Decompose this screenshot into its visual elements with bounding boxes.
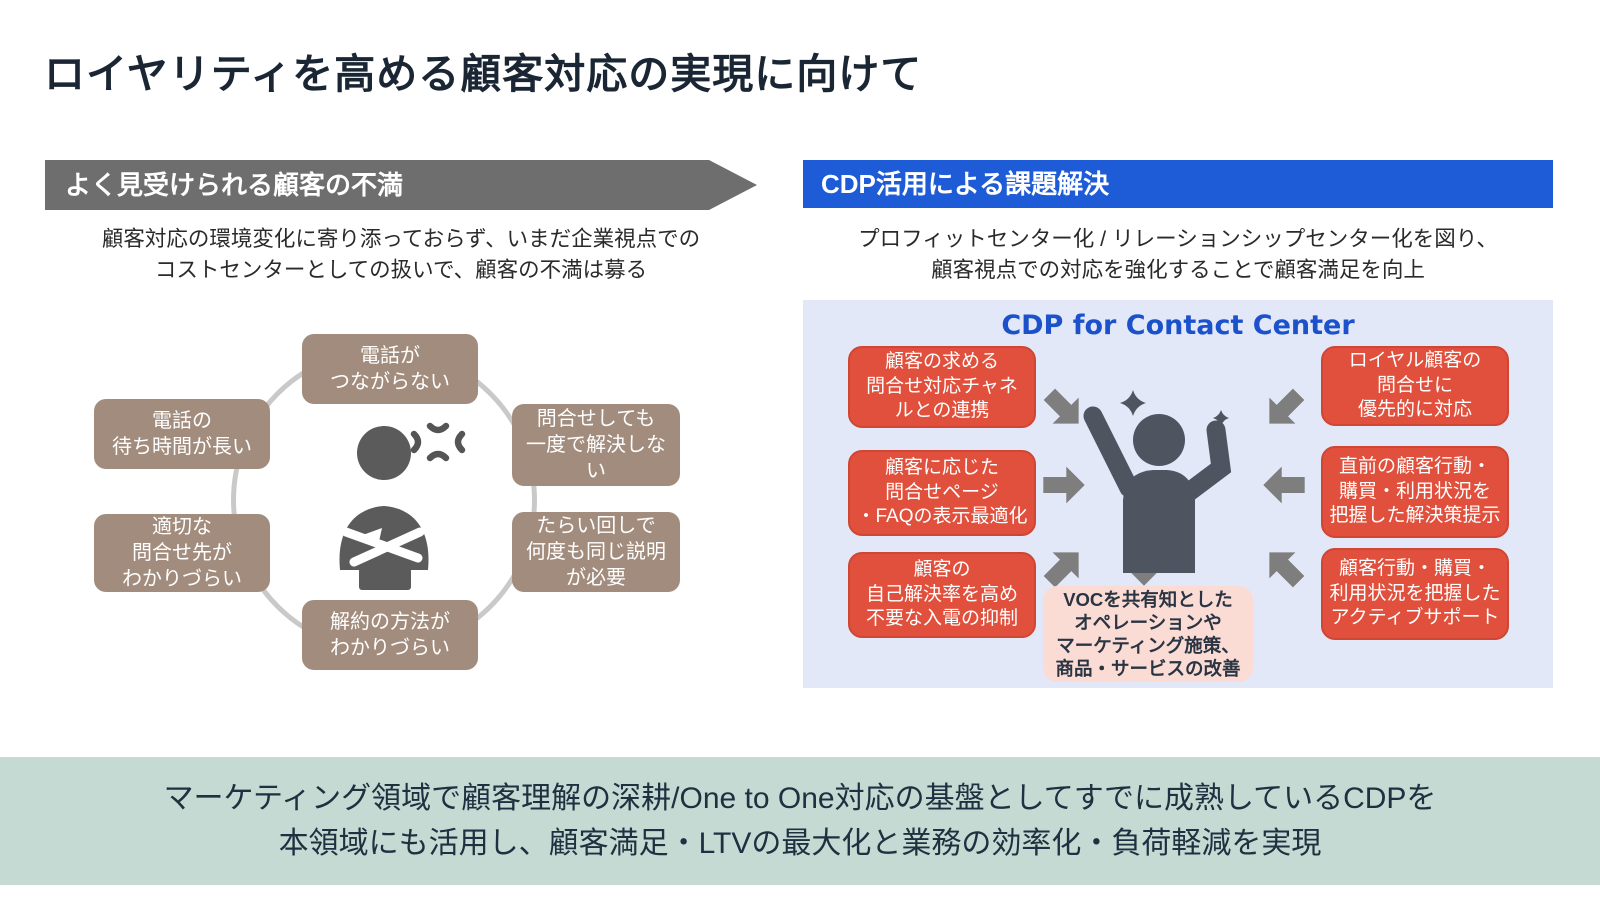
complaint-box-cancel-unclear: 解約の方法が わかりづらい [302, 600, 478, 670]
footer-summary-text: マーケティング領域で顧客理解の深耕/One to One対応の基盤としてすでに成… [163, 782, 1437, 860]
arrow-down-left-icon [1269, 388, 1305, 424]
solution-box-active-support: 顧客行動・購買・ 利用状況を把握した アクティブサポート [1321, 548, 1509, 640]
angry-person-icon [339, 422, 466, 590]
left-section-banner: よく見受けられる顧客の不満 [45, 160, 757, 210]
complaint-box-long-wait: 電話の 待ち時間が長い [94, 399, 270, 469]
complaint-box-contact-unclear: 適切な 問合せ先が わかりづらい [94, 514, 270, 592]
right-section-description: プロフィットセンター化 / リレーションシップセンター化を図り、 顧客視点での対… [858, 227, 1498, 283]
voc-improvement-box: VOCを共有知とした オペレーションや マーケティング施策、 商品・サービスの改… [1043, 586, 1253, 682]
panel-title: CDP for Contact Center [1001, 310, 1355, 341]
solution-box-loyal-priority: ロイヤル顧客の 問合せに 優先的に対応 [1321, 346, 1509, 426]
customer-complaints-diagram: 電話が つながらない 問合せしても 一度で解決しな い たらい回しで 何度も同じ… [0, 0, 760, 700]
complaint-box-repeat-explanation: たらい回しで 何度も同じ説明 が必要 [512, 512, 680, 592]
arrow-left-icon [1263, 466, 1305, 504]
right-section-banner: CDP活用による課題解決 [803, 160, 1553, 208]
complaint-box-not-solved-once: 問合せしても 一度で解決しな い [512, 404, 680, 486]
happy-person-icon [1083, 390, 1232, 573]
solution-box-faq-optimization: 顧客に応じた 問合せページ ・FAQの表示最適化 [848, 450, 1036, 536]
sparkle-icon [1120, 390, 1229, 426]
anger-mark-icon [410, 422, 466, 462]
footer-summary-band: マーケティング領域で顧客理解の深耕/One to One対応の基盤としてすでに成… [0, 757, 1600, 885]
arrow-down-right-icon [1043, 388, 1079, 424]
solution-box-self-resolution: 顧客の 自己解決率を高め 不要な入電の抑制 [848, 552, 1036, 638]
arrow-up-right-icon [1043, 552, 1079, 588]
complaint-box-phone-no-connect: 電話が つながらない [302, 334, 478, 404]
cdp-contact-center-panel: CDP for Contact Center 顧客の求める 問合せ対応チャネ ル… [803, 300, 1553, 688]
arrow-right-icon [1043, 466, 1085, 504]
solution-box-context-solutions: 直前の顧客行動・ 購買・利用状況を 把握した解決策提示 [1321, 446, 1509, 538]
arrow-up-left-icon [1269, 552, 1305, 588]
solution-box-channel-link: 顧客の求める 問合せ対応チャネ ルとの連携 [848, 346, 1036, 428]
left-section-description: 顧客対応の環境変化に寄り添っておらず、いまだ企業視点での コストセンターとしての… [101, 227, 701, 283]
page-title: ロイヤリティを高める顧客対応の実現に向けて [44, 51, 923, 97]
